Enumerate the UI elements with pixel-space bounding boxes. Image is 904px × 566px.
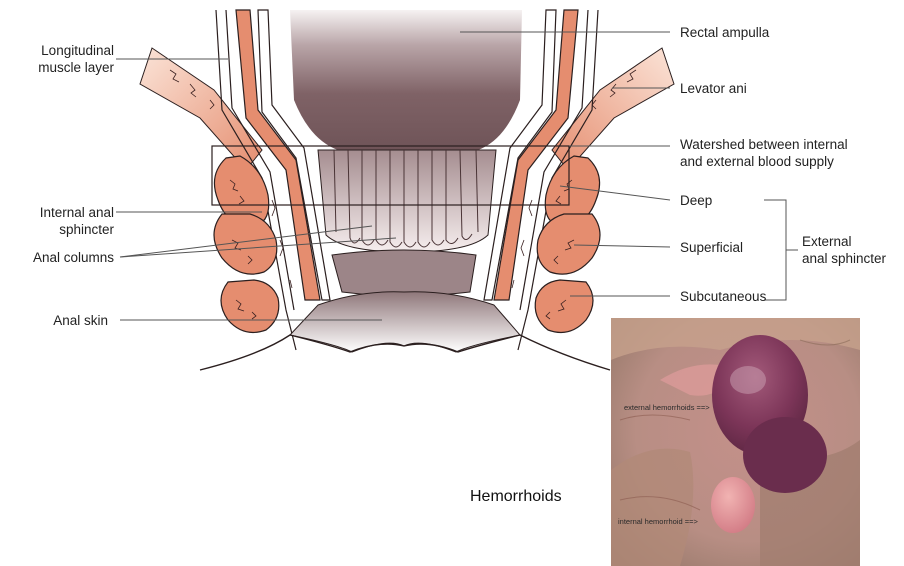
label-internal-line1: Internal anal [14,204,114,221]
label-anal-columns: Anal columns [14,249,114,266]
label-watershed-line1: Watershed between internal [680,136,848,153]
label-longitudinal-line2: muscle layer [14,59,114,76]
label-external-line1: External [802,233,886,250]
label-superficial: Superficial [680,239,743,256]
label-levator-ani: Levator ani [680,80,747,97]
label-anal-skin: Anal skin [14,312,108,329]
label-longitudinal-line1: Longitudinal [14,42,114,59]
label-internal-sphincter: Internal anal sphincter [14,204,114,238]
rectal-ampulla [290,10,522,150]
label-internal-line2: sphincter [14,221,114,238]
external-sphincter-right [535,156,600,332]
label-external-line2: anal sphincter [802,250,886,267]
photo-tag-external: external hemorrhoids ==> [624,403,710,412]
label-subcutaneous: Subcutaneous [680,288,766,305]
anal-skin-region [290,292,520,352]
label-watershed-line2: and external blood supply [680,153,848,170]
label-watershed: Watershed between internal and external … [680,136,848,170]
subcutaneous-lobe-left [221,280,279,332]
photo-caption: Hemorrhoids [470,488,562,506]
anal-canal [318,150,496,252]
subcutaneous-lobe-right [535,280,593,332]
label-external-sphincter: External anal sphincter [802,233,886,267]
label-rectal-ampulla: Rectal ampulla [680,24,769,41]
label-longitudinal-muscle: Longitudinal muscle layer [14,42,114,76]
photo-tag-internal: internal hemorrhoid ==> [618,517,698,526]
hemorrhoid-photo: external hemorrhoids ==> internal hemorr… [611,318,860,566]
label-deep: Deep [680,192,712,209]
anal-verge [332,250,476,296]
